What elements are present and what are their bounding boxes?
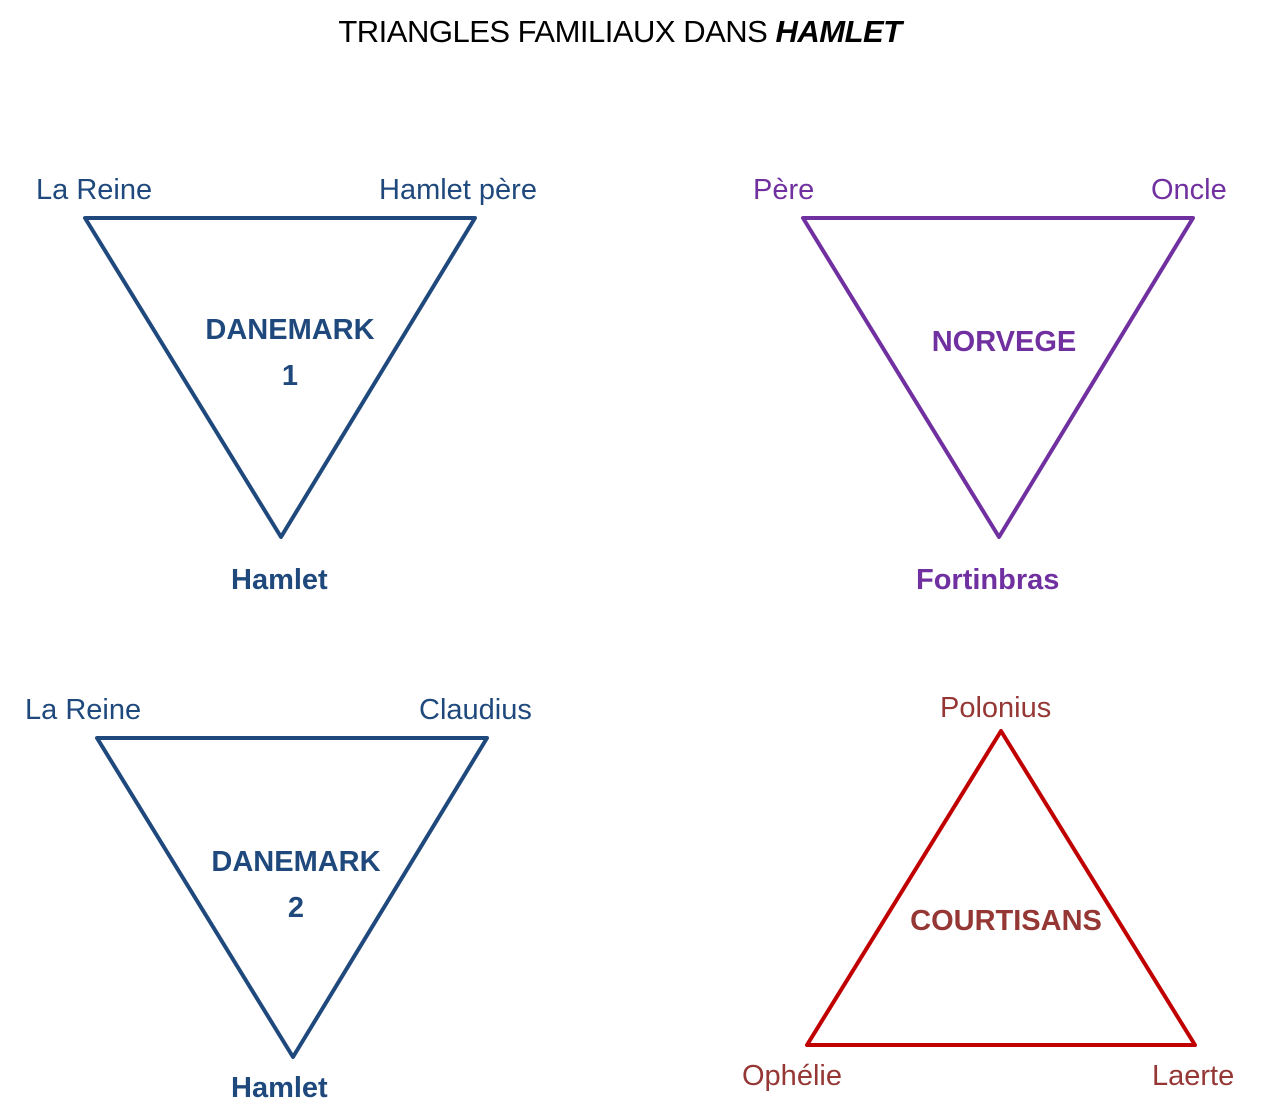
page-title-prefix: TRIANGLES FAMILIAUX DANS [338,14,776,49]
danemark1-top-right-label: Hamlet père [379,174,537,206]
courtisans-center-label: COURTISANS [896,898,1116,944]
triangle-danemark-1 [83,216,477,539]
courtisans-center-line1: COURTISANS [910,905,1102,937]
page-title: TRIANGLES FAMILIAUX DANS HAMLET [0,14,1240,50]
danemark1-center-label: DANEMARK 1 [190,307,390,399]
norvege-top-left-label: Père [753,174,815,206]
danemark2-center-line1: DANEMARK [211,846,381,878]
triangle-danemark-2 [95,736,489,1059]
danemark2-center-line2: 2 [287,892,305,924]
courtisans-bottom-left-label: Ophélie [742,1060,842,1092]
norvege-bottom-label: Fortinbras [916,564,1060,596]
danemark1-bottom-label: Hamlet [231,564,328,596]
courtisans-top-label: Polonius [940,692,1052,724]
danemark1-center-line2: 1 [281,360,299,392]
danemark1-top-left-label: La Reine [36,174,153,206]
page-title-emphasis: HAMLET [775,14,902,49]
norvege-top-right-label: Oncle [1151,174,1227,206]
danemark2-top-right-label: Claudius [419,694,532,726]
danemark2-top-left-label: La Reine [25,694,142,726]
norvege-center-label: NORVEGE [904,319,1104,365]
danemark2-bottom-label: Hamlet [231,1072,328,1104]
triangle-norvege [801,216,1195,539]
courtisans-bottom-right-label: Laerte [1152,1060,1235,1092]
norvege-center-line1: NORVEGE [931,326,1077,358]
danemark2-center-label: DANEMARK 2 [196,839,396,931]
triangle-courtisans [805,729,1197,1047]
danemark1-center-line1: DANEMARK [205,314,375,346]
